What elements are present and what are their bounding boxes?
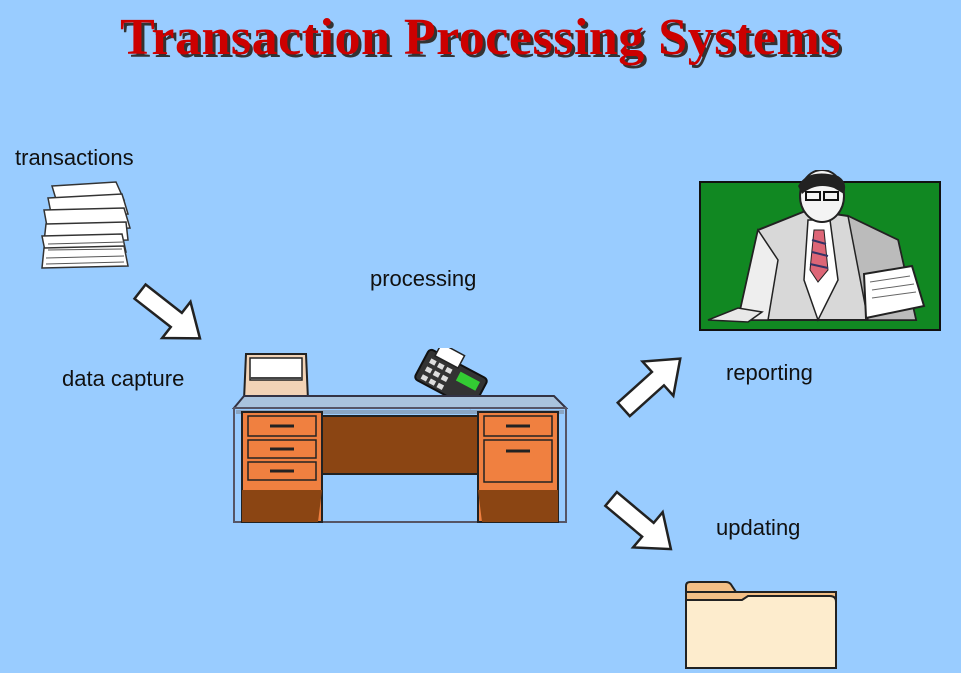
label-updating: updating — [716, 515, 801, 540]
label-data-capture: data capture — [62, 366, 185, 391]
arrow-icon — [603, 490, 673, 551]
label-reporting: reporting — [726, 360, 813, 385]
folder-icon — [685, 581, 837, 669]
label-transactions: transactions — [15, 145, 134, 170]
arrow-icon — [132, 282, 202, 340]
arrow-icon — [615, 357, 682, 418]
page-title: Transaction Processing Systems — [120, 9, 841, 66]
calculator-icon — [414, 348, 488, 410]
inbox-tray-icon — [242, 353, 310, 401]
desk-icon — [231, 395, 568, 523]
paper-stack-icon — [41, 181, 131, 269]
label-processing: processing — [370, 266, 477, 291]
manager-icon — [699, 170, 941, 331]
